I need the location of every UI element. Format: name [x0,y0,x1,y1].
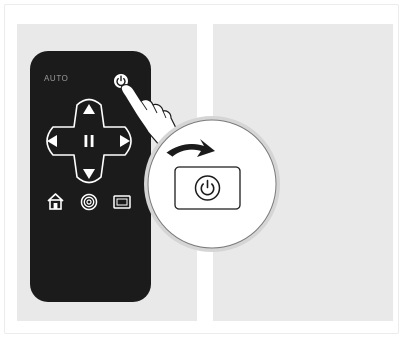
zoomed-power-button [175,167,240,209]
edge-clean-icon [114,196,130,208]
arrow-left-icon [47,135,57,147]
edge-button[interactable] [114,196,130,208]
home-icon [48,194,63,209]
left-button[interactable] [47,135,57,147]
spot-button[interactable] [82,195,97,210]
up-button[interactable] [83,104,95,114]
spiral-icon [82,195,97,210]
home-button[interactable] [48,194,63,209]
arrow-right-icon [120,135,130,147]
pause-icon [85,135,94,147]
arrow-up-icon [83,104,95,114]
down-button[interactable] [83,169,95,179]
arrow-down-icon [83,169,95,179]
pause-button[interactable] [85,135,94,147]
right-button[interactable] [120,135,130,147]
